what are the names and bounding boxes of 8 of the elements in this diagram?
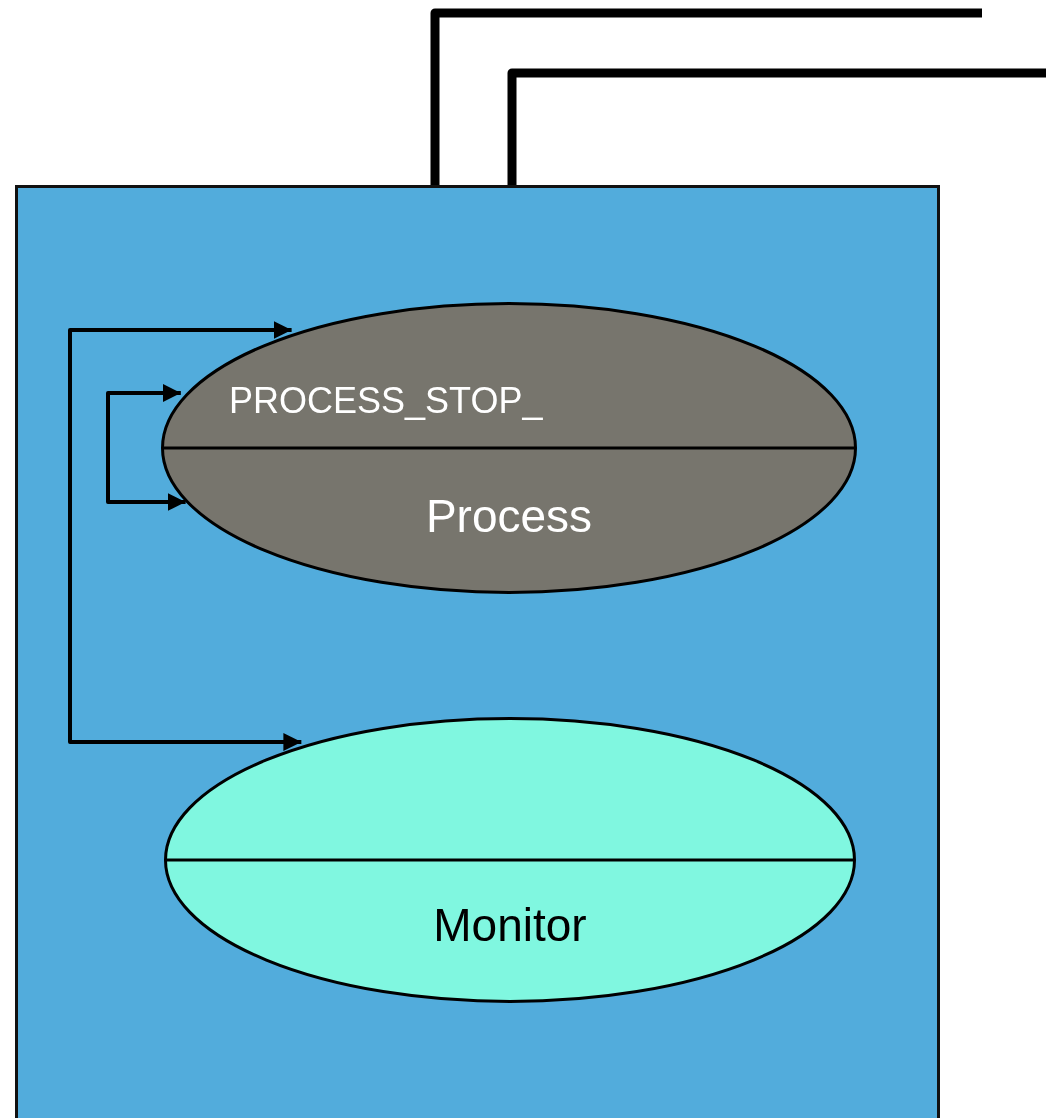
container-box <box>15 185 940 1118</box>
arrow <box>106 384 186 511</box>
node-label: Process <box>424 489 594 543</box>
node-label: Monitor <box>432 898 588 952</box>
node-label: PROCESS_STOP_ <box>229 380 543 422</box>
arrow <box>68 321 302 751</box>
connector-line <box>430 8 982 185</box>
connector-line <box>507 68 1046 185</box>
